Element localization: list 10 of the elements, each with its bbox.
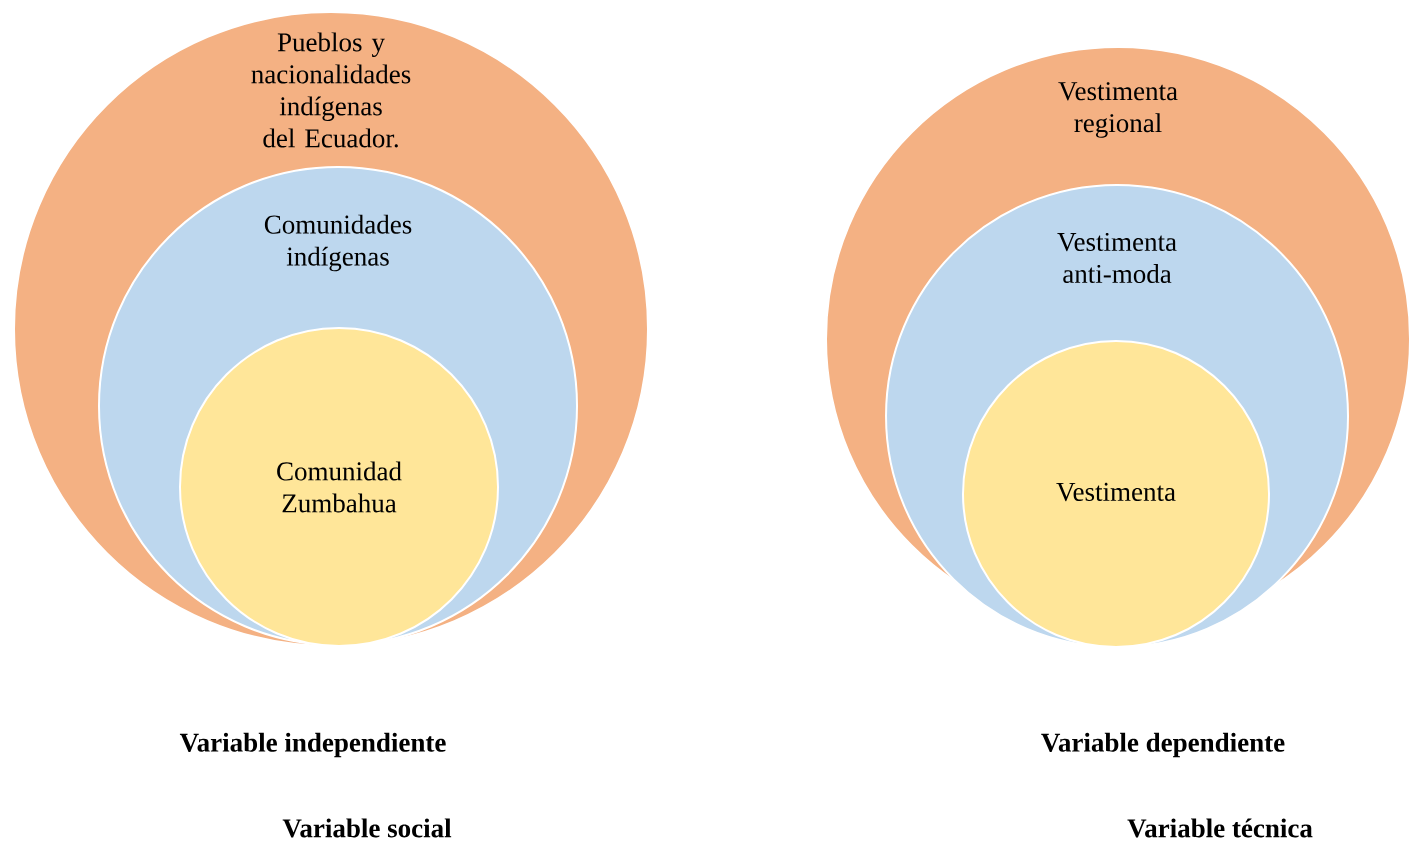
circle-label: Comunidades indígenas <box>264 214 412 272</box>
circle-label: Comunidad Zumbahua <box>277 461 402 513</box>
variable-label: Variable social <box>282 818 452 838</box>
circle-label: Vestimenta <box>1056 482 1176 502</box>
variable-label: Variable independiente <box>179 732 446 758</box>
circle-label: Vestimenta regional <box>1058 82 1178 138</box>
circle-label: Pueblos y nacionalidades indígenas del Ecuador. <box>251 32 411 148</box>
variable-label: Variable técnica <box>1127 818 1313 838</box>
circle-label: Vestimenta anti-moda <box>1057 232 1177 284</box>
variable-label: Variable dependiente <box>1041 732 1285 758</box>
